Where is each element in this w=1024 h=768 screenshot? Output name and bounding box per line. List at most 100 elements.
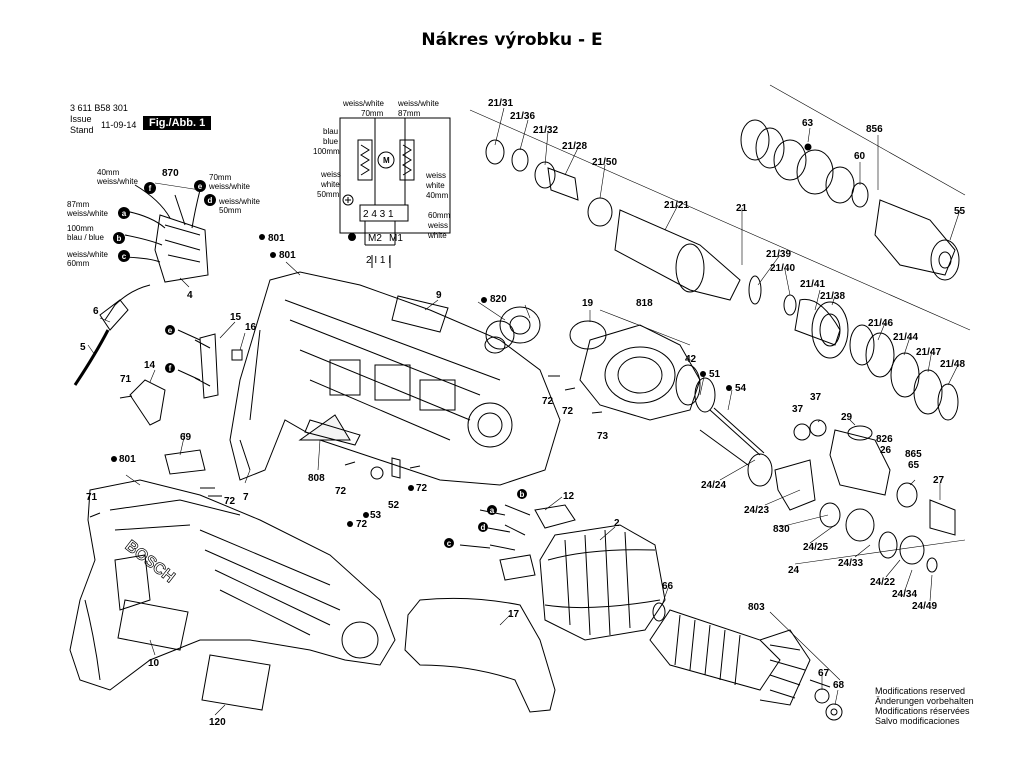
terminal-numbers: 2 4 3 1	[363, 209, 394, 220]
mod-line-es: Salvo modificaciones	[875, 716, 960, 726]
shaft-51	[699, 429, 749, 466]
marker-letter: d	[208, 196, 213, 205]
callout-21-31: 21/31	[488, 98, 513, 109]
wiring-label: blue	[323, 137, 339, 146]
o-ring-865	[896, 482, 918, 508]
callout-24-22: 24/22	[870, 577, 895, 588]
handle-housing	[69, 479, 396, 691]
wire-label: blau / blue	[67, 233, 104, 242]
callout-21-46: 21/46	[868, 318, 893, 329]
callout-21-44: 21/44	[893, 332, 918, 343]
part-16	[231, 349, 243, 361]
label-plate-120	[201, 654, 271, 711]
part-27	[929, 499, 956, 536]
cable-clamp-14	[129, 379, 166, 426]
tool-holder-body-55	[874, 199, 956, 276]
callout-67: 67	[818, 668, 830, 679]
marker-letter: a	[122, 209, 127, 218]
callout-21-47: 21/47	[916, 347, 941, 358]
page-title: Nákres výrobku - E	[421, 30, 603, 50]
lettered-markers	[113, 180, 527, 548]
callout-21-41: 21/41	[800, 279, 825, 290]
callout-55: 55	[954, 206, 966, 217]
washer-37a	[793, 423, 811, 441]
wire-label: 87mm	[67, 200, 90, 209]
mod-line-de: Änderungen vorbehalten	[875, 696, 974, 706]
callout-120: 120	[209, 717, 226, 728]
callout-803: 803	[748, 602, 765, 613]
callout-63: 63	[802, 118, 814, 129]
callout-10: 10	[148, 658, 160, 669]
callout-820: 820	[490, 294, 507, 305]
gear-housing-flange	[569, 320, 716, 421]
label-plate-9	[391, 295, 449, 333]
callout-21-50: 21/50	[592, 157, 617, 168]
callout-21: 21	[736, 203, 748, 214]
wire-label: 70mm	[209, 173, 232, 182]
issue-date: 11-09-14	[101, 120, 137, 130]
gear-unit-820	[484, 306, 541, 354]
callout-24-25: 24/25	[803, 542, 828, 553]
figure-badge: Fig./Abb. 1	[143, 116, 212, 130]
circlip-21-31	[485, 139, 505, 165]
lever-24-23	[774, 459, 816, 511]
callout-801: 801	[279, 250, 296, 261]
callout-65: 65	[908, 460, 920, 471]
stator	[539, 524, 666, 641]
callout-37: 37	[810, 392, 822, 403]
label-plate-808	[304, 419, 361, 446]
spindle-assembly	[485, 139, 959, 421]
wire-label: weiss/white	[66, 250, 108, 259]
wire-label: weiss/white	[218, 197, 260, 206]
marker-letter: c	[122, 252, 127, 261]
callout-24-34: 24/34	[892, 589, 917, 600]
wiring-label: weiss	[427, 221, 448, 230]
callout-5: 5	[80, 342, 86, 353]
spring-21-46	[865, 332, 895, 378]
marker-letter: c	[447, 539, 452, 548]
switch-body	[154, 214, 209, 283]
wiring-label: weiss/white	[342, 99, 384, 108]
callout-818: 818	[636, 298, 653, 309]
callout-856: 856	[866, 124, 883, 135]
gear-train	[747, 419, 956, 573]
mod-line-fr: Modifications réservées	[875, 706, 970, 716]
motor-housing	[229, 271, 561, 486]
callout-53: 53	[370, 510, 382, 521]
marker-letter: a	[490, 506, 495, 515]
callout-808: 808	[308, 473, 325, 484]
gasket-17	[404, 597, 556, 713]
leader-lines	[87, 84, 971, 716]
marker-letter: f	[169, 364, 172, 373]
callout-801: 801	[119, 454, 136, 465]
wire-label: weiss/white	[66, 209, 108, 218]
callout-21-40: 21/40	[770, 263, 795, 274]
wiring-label: weiss	[320, 170, 341, 179]
callout-29: 29	[841, 412, 853, 423]
wiring-label: 70mm	[361, 109, 384, 118]
wiring-bottom: 2 I 1 I	[366, 255, 391, 266]
ball-63	[804, 143, 812, 151]
callout-24-24: 24/24	[701, 480, 726, 491]
cable-grommet	[104, 284, 151, 321]
callout-37: 37	[792, 404, 804, 415]
wire-label: 100mm	[67, 224, 94, 233]
circlip-21-39	[748, 275, 762, 305]
callout-24-23: 24/23	[744, 505, 769, 516]
pinion-24-24	[747, 453, 773, 487]
callout-865: 865	[905, 449, 922, 460]
callout-21-48: 21/48	[940, 359, 965, 370]
callout-801: 801	[268, 233, 285, 244]
terminal-m1: M1	[389, 233, 403, 244]
wiring-label: 40mm	[426, 191, 449, 200]
callout-52: 52	[388, 500, 400, 511]
bearing-24-22	[899, 535, 925, 565]
callout-60: 60	[854, 151, 866, 162]
ground-symbol	[342, 194, 354, 206]
brand-logo: BOSCH	[122, 537, 178, 586]
part-69	[164, 449, 206, 475]
callout-21-21: 21/21	[664, 200, 689, 211]
marker-letter: f	[149, 184, 152, 193]
wiring-label: blau	[323, 127, 338, 136]
callout-21-39: 21/39	[766, 249, 791, 260]
